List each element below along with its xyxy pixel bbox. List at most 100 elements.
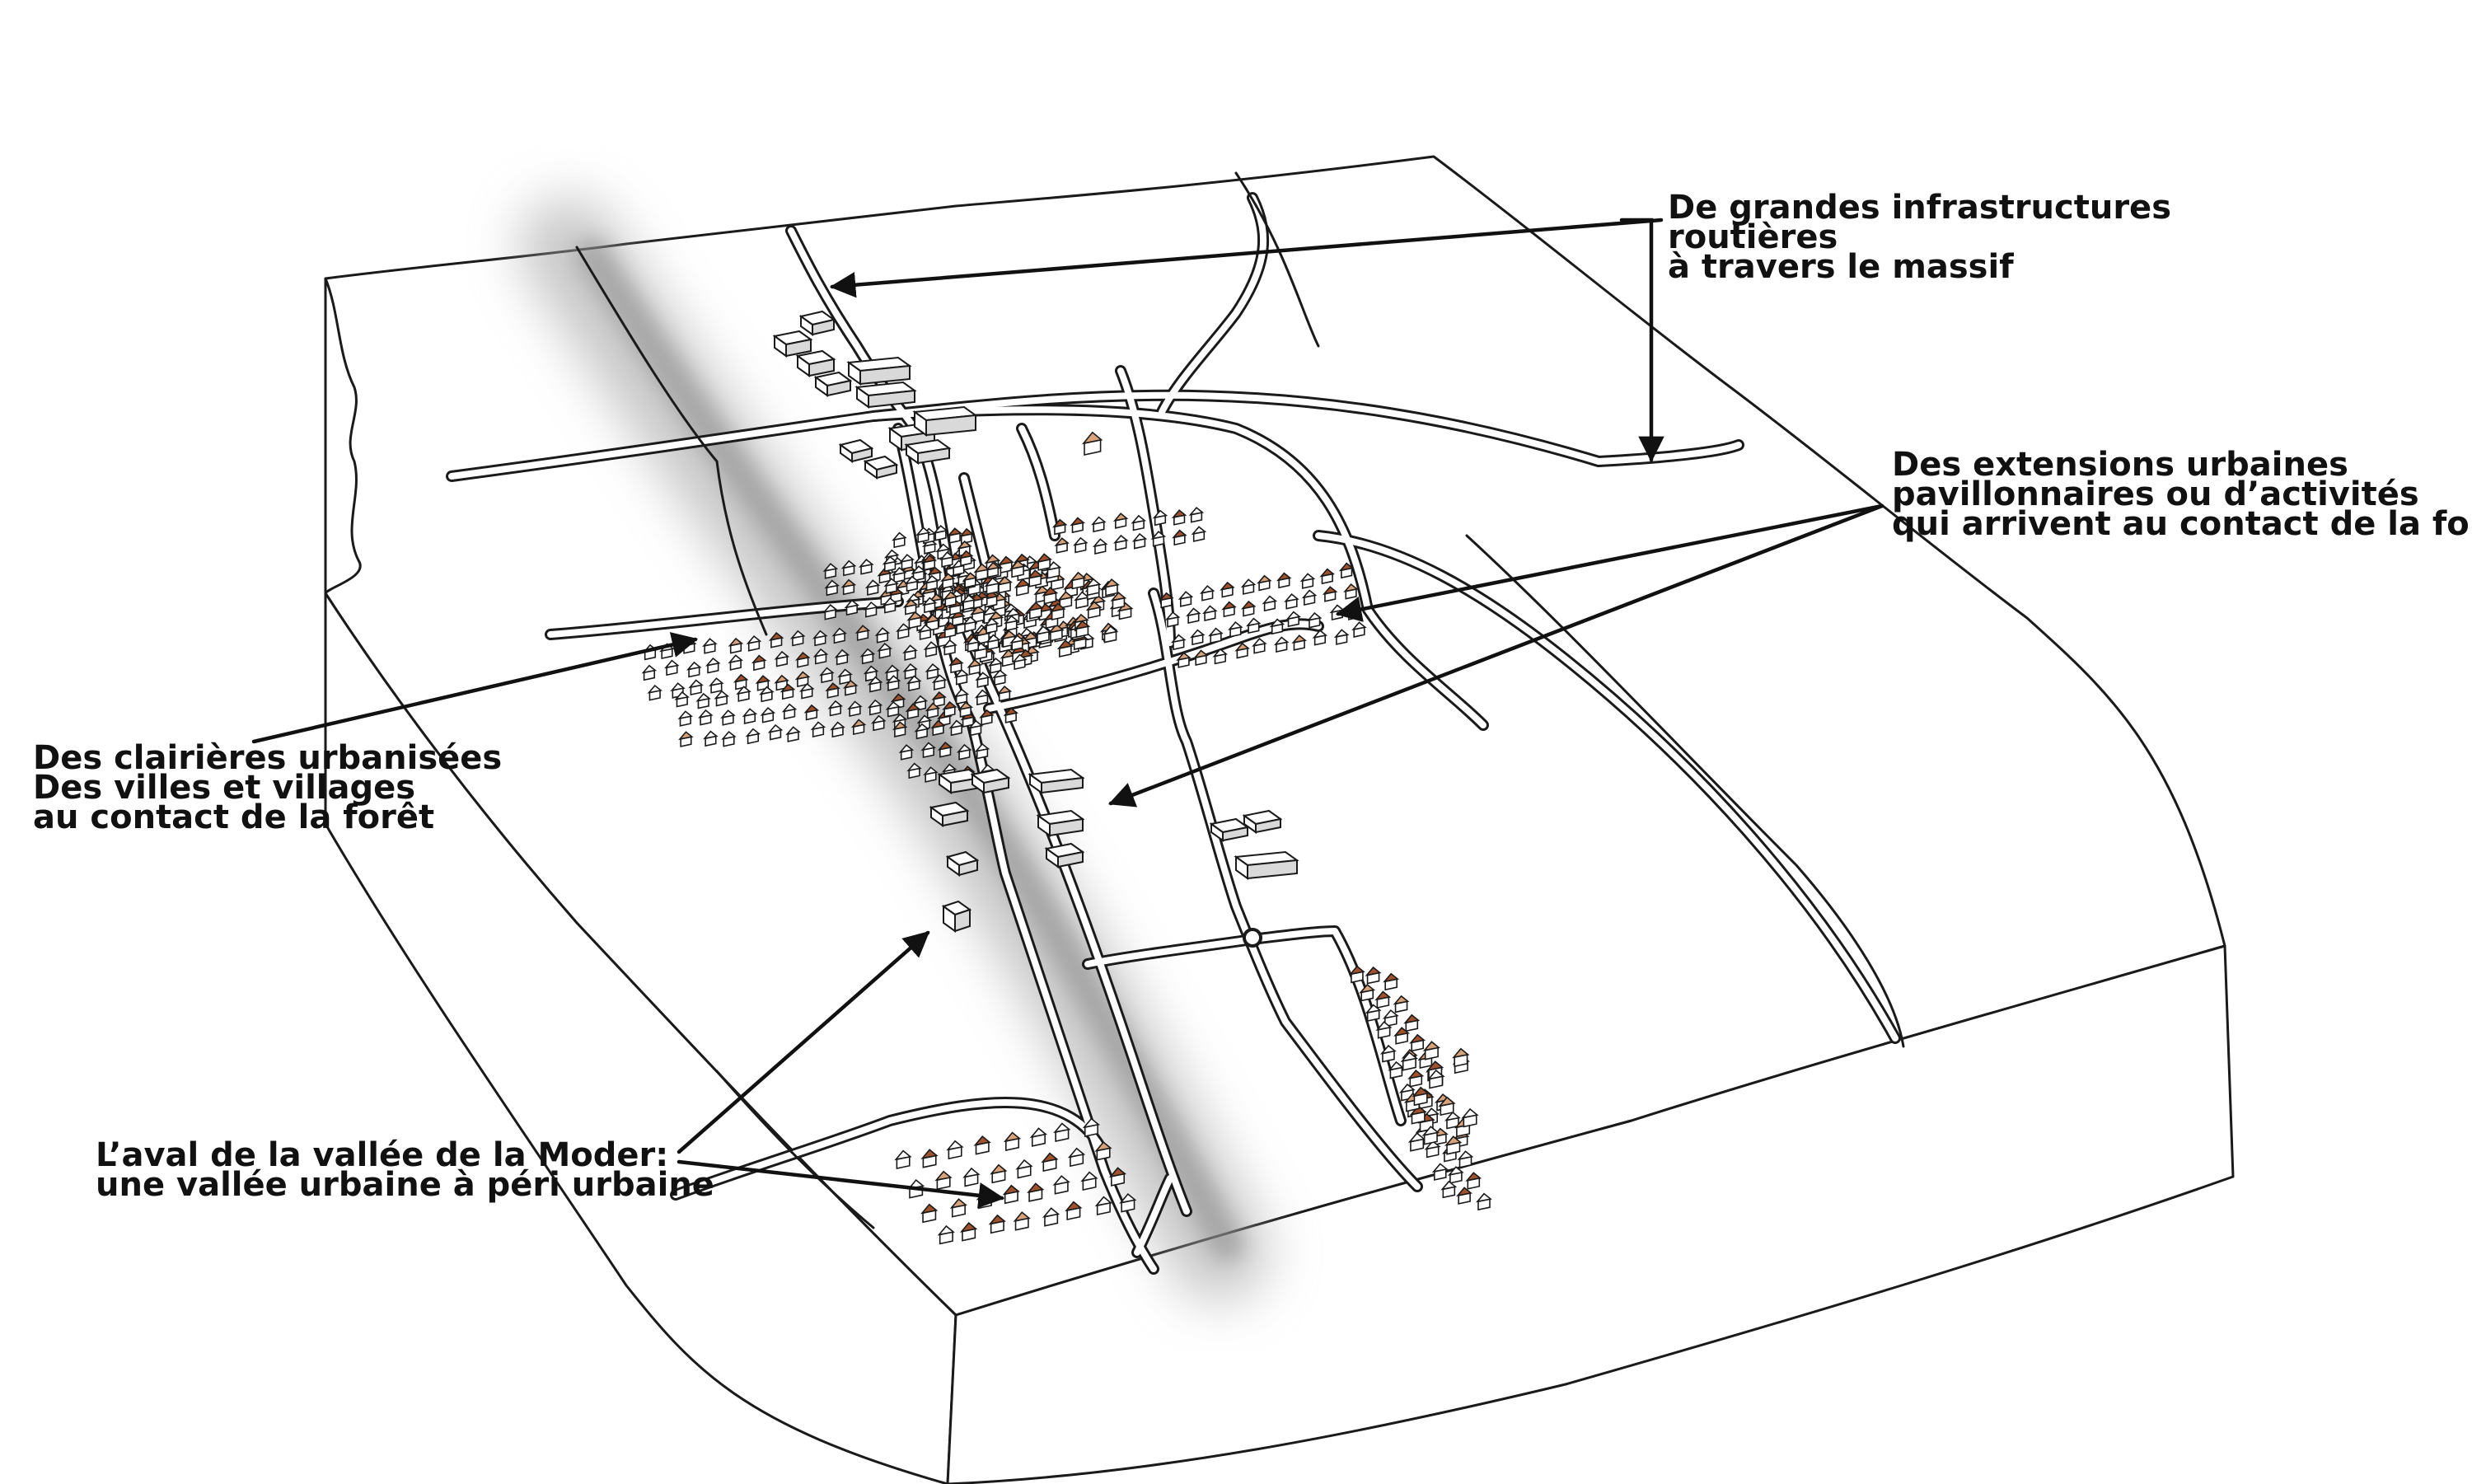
house	[867, 699, 883, 716]
house	[686, 661, 702, 678]
house	[924, 574, 940, 592]
house	[967, 719, 984, 737]
house	[1312, 630, 1328, 646]
house	[959, 1222, 978, 1242]
house	[1065, 1201, 1083, 1221]
house	[774, 650, 790, 667]
house	[1257, 574, 1272, 592]
house	[746, 635, 762, 652]
house	[830, 721, 845, 738]
house	[842, 679, 859, 696]
house	[1009, 559, 1026, 578]
house	[925, 702, 941, 719]
arrow-clair	[251, 632, 699, 744]
house	[925, 663, 941, 680]
house	[973, 1135, 991, 1155]
house	[1365, 966, 1382, 985]
house	[957, 701, 973, 718]
activity-building	[795, 349, 836, 377]
house	[906, 762, 922, 779]
house	[1465, 1172, 1482, 1190]
annotation-line: routières	[1668, 218, 1838, 256]
house	[1400, 1051, 1418, 1071]
house	[1452, 1047, 1470, 1068]
house	[768, 632, 784, 648]
house	[948, 719, 964, 737]
house	[973, 563, 990, 582]
house	[733, 673, 749, 691]
house	[678, 731, 694, 747]
house	[902, 662, 918, 680]
house	[1041, 1152, 1059, 1173]
house	[822, 563, 839, 579]
house	[1351, 621, 1367, 638]
house	[975, 672, 990, 688]
house	[1348, 965, 1365, 984]
house	[956, 743, 972, 761]
house	[789, 630, 806, 647]
house	[874, 627, 891, 644]
house	[902, 644, 918, 661]
house	[1375, 1021, 1393, 1039]
arrow-infra-to-road	[829, 218, 1664, 298]
house	[1444, 1135, 1463, 1155]
house	[1228, 621, 1243, 638]
house	[1015, 1159, 1033, 1179]
activity-building	[912, 405, 978, 437]
activity-building	[945, 850, 980, 877]
house	[923, 766, 939, 783]
house	[1012, 653, 1028, 671]
house	[974, 689, 990, 706]
house	[1193, 649, 1209, 667]
house	[721, 730, 737, 747]
house	[942, 700, 957, 718]
house	[1407, 1070, 1425, 1088]
roundabout	[1243, 928, 1262, 948]
house	[1382, 1009, 1399, 1028]
activity-building	[1242, 809, 1283, 834]
house	[961, 594, 976, 611]
house	[1421, 1126, 1440, 1145]
house	[1186, 607, 1201, 625]
house	[1070, 571, 1087, 590]
house	[834, 648, 850, 666]
annotation-line: une vallée urbaine à péri urbaine	[96, 1166, 714, 1204]
house	[894, 1149, 912, 1170]
house	[1424, 1140, 1441, 1159]
house	[988, 1214, 1006, 1234]
house	[1170, 634, 1187, 651]
house	[904, 575, 920, 592]
house	[884, 664, 900, 681]
house	[1029, 1127, 1047, 1147]
house	[1091, 516, 1107, 533]
house	[1052, 1175, 1070, 1195]
house	[939, 551, 955, 568]
house	[882, 597, 898, 614]
house	[854, 625, 871, 641]
house	[920, 1149, 939, 1168]
house	[1273, 636, 1290, 653]
house	[1393, 995, 1410, 1014]
annotation-line: pavillonnaires ou d’activités	[1892, 475, 2419, 513]
house	[1171, 509, 1187, 526]
activity-building	[772, 330, 813, 358]
house	[781, 703, 798, 720]
terrain-left-face	[324, 277, 957, 1484]
annotation-line: au contact de la forêt	[33, 798, 435, 836]
house	[1047, 623, 1065, 642]
house	[931, 691, 947, 708]
activity-building	[863, 455, 899, 480]
house	[1240, 578, 1257, 595]
house	[1070, 517, 1085, 534]
house	[728, 637, 744, 654]
house	[859, 648, 876, 665]
house	[953, 688, 970, 705]
house	[1112, 513, 1129, 529]
house	[934, 1170, 953, 1191]
house	[1252, 638, 1267, 654]
house	[933, 524, 948, 541]
annotation-line: L’aval de la vallée de la Moder:	[96, 1136, 669, 1174]
house	[1003, 1131, 1022, 1151]
activity-building	[798, 310, 836, 336]
house	[1074, 591, 1090, 610]
